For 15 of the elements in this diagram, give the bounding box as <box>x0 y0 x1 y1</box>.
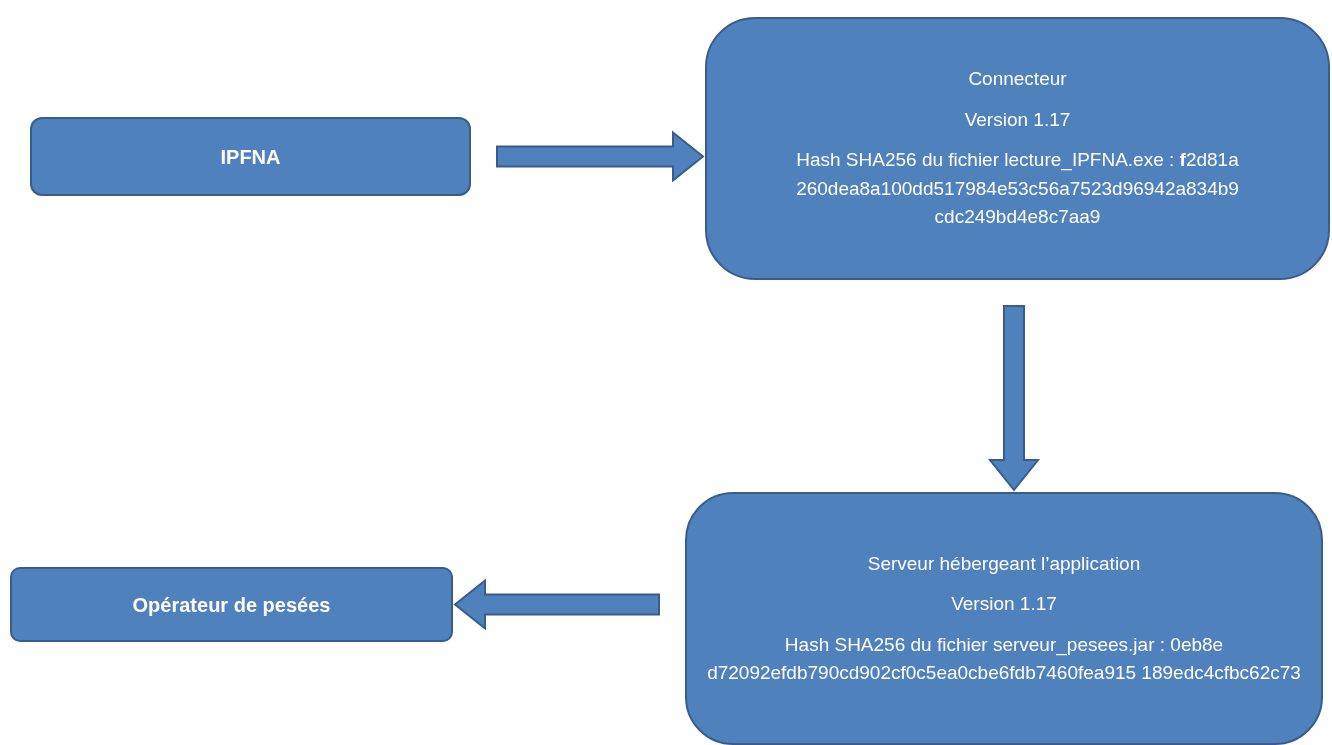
block-arrow <box>496 130 705 183</box>
node-text: Opérateur de pesées <box>132 592 331 618</box>
node-text: Version 1.17 <box>964 107 1071 132</box>
process-box <box>705 17 1330 280</box>
block-arrow <box>987 305 1041 492</box>
node-text: Serveur hébergeant l’application <box>867 551 1141 576</box>
process-box <box>685 492 1323 745</box>
node-text: IPFNA <box>220 144 281 170</box>
process-box <box>30 117 471 196</box>
process-box <box>10 567 453 642</box>
node-text: Hash SHA256 du fichier serveur_pesees.jar : 0eb8e d72092efdb790cd902cf0c5ea0cbe6fdb7460fea915 189edc4cfbc62c73 <box>706 632 1302 685</box>
node-text: Connecteur <box>968 67 1067 92</box>
node-text: Hash SHA256 du fichier lecture_IPFNA.exe : f2d81a 260dea8a100dd517984e53c56a7523d96942a834b9 cdc249bd4e8c7aa9 <box>795 148 1240 230</box>
node-text: Version 1.17 <box>951 592 1057 616</box>
block-arrow <box>453 578 660 631</box>
